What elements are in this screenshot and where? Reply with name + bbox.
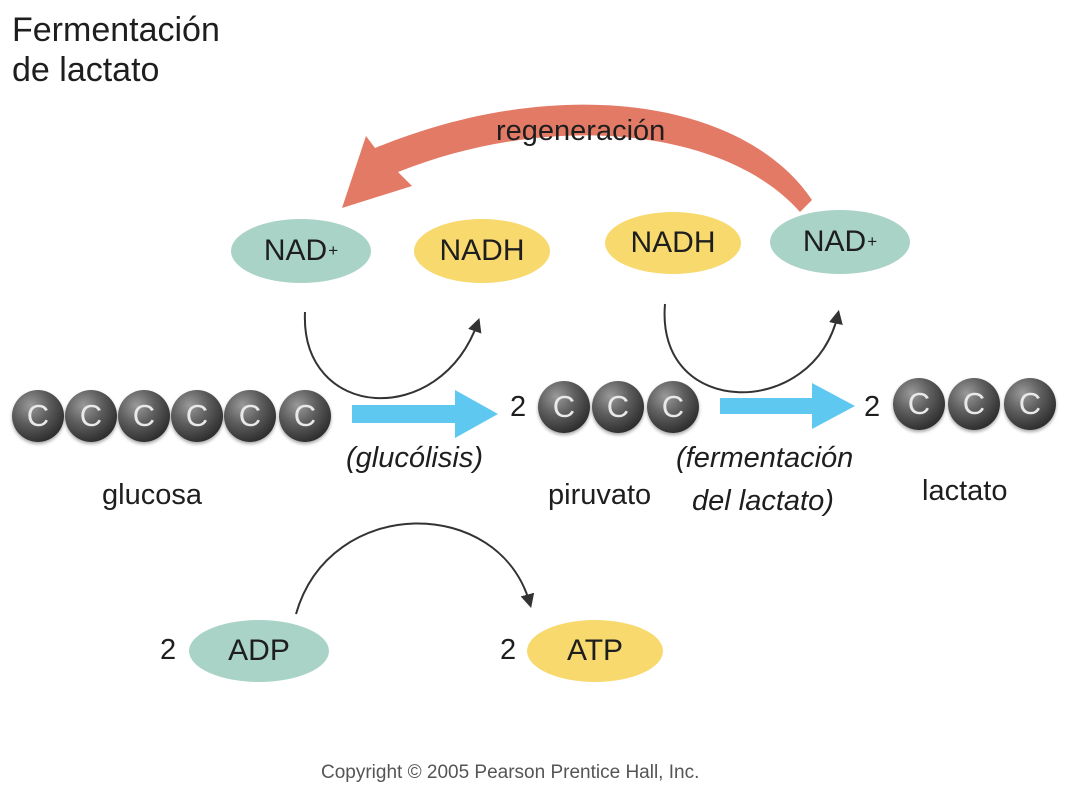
adp-text: ADP — [228, 634, 290, 667]
nad-left-charge: + — [328, 241, 339, 260]
regeneration-label: regeneración — [496, 115, 666, 147]
title-line-1: Fermentación — [12, 11, 220, 49]
lactate-coefficient: 2 — [864, 391, 881, 423]
carbon-atom: C — [592, 381, 644, 433]
carbon-atom: C — [1004, 378, 1056, 430]
adp-pill: ADP — [189, 620, 329, 682]
adp-to-atp-arrow — [295, 522, 535, 615]
glucose-label: glucosa — [102, 479, 202, 511]
carbon-atom: C — [538, 381, 590, 433]
carbon-atom: C — [948, 378, 1000, 430]
diagram-title: Fermentación de lactato — [12, 10, 220, 90]
fermentation-arrow — [720, 383, 855, 429]
regeneration-arrow — [342, 104, 812, 212]
atp-text: ATP — [566, 634, 624, 667]
nadh-right: NADH — [605, 212, 741, 274]
nad-left-text: NAD — [263, 234, 328, 267]
nad-to-nadh-arrow — [303, 311, 482, 399]
carbon-atom: C — [171, 390, 223, 442]
lactate-label: lactato — [922, 475, 1008, 507]
nad-plus-left: NAD+ — [231, 219, 371, 283]
fermentation-label-line-1: (fermentación — [676, 442, 854, 474]
nadh-left-text: NADH — [439, 234, 525, 267]
carbon-atom: C — [893, 378, 945, 430]
copyright-notice: Copyright © 2005 Pearson Prentice Hall, … — [321, 762, 700, 783]
nadh-right-text: NADH — [630, 226, 716, 259]
title-line-2: de lactato — [12, 51, 160, 89]
carbon-atom: C — [224, 390, 276, 442]
carbon-atom: C — [647, 381, 699, 433]
nadh-left: NADH — [414, 219, 550, 283]
nad-plus-right: NAD+ — [770, 210, 910, 274]
nadh-to-nad-arrow — [663, 303, 843, 394]
nad-right-text: NAD — [802, 225, 867, 258]
carbon-atom: C — [279, 390, 331, 442]
nad-right-charge: + — [867, 232, 878, 251]
glycolysis-arrow — [352, 390, 498, 438]
pyruvate-coefficient: 2 — [510, 391, 527, 423]
carbon-atom: C — [12, 390, 64, 442]
atp-pill: ATP — [527, 620, 663, 682]
fermentation-label-line-2: del lactato) — [692, 485, 834, 517]
carbon-atom: C — [65, 390, 117, 442]
atp-coefficient: 2 — [500, 634, 517, 666]
pyruvate-label: piruvato — [548, 479, 652, 511]
glycolysis-label: (glucólisis) — [346, 442, 483, 474]
adp-coefficient: 2 — [160, 634, 177, 666]
carbon-atom: C — [118, 390, 170, 442]
